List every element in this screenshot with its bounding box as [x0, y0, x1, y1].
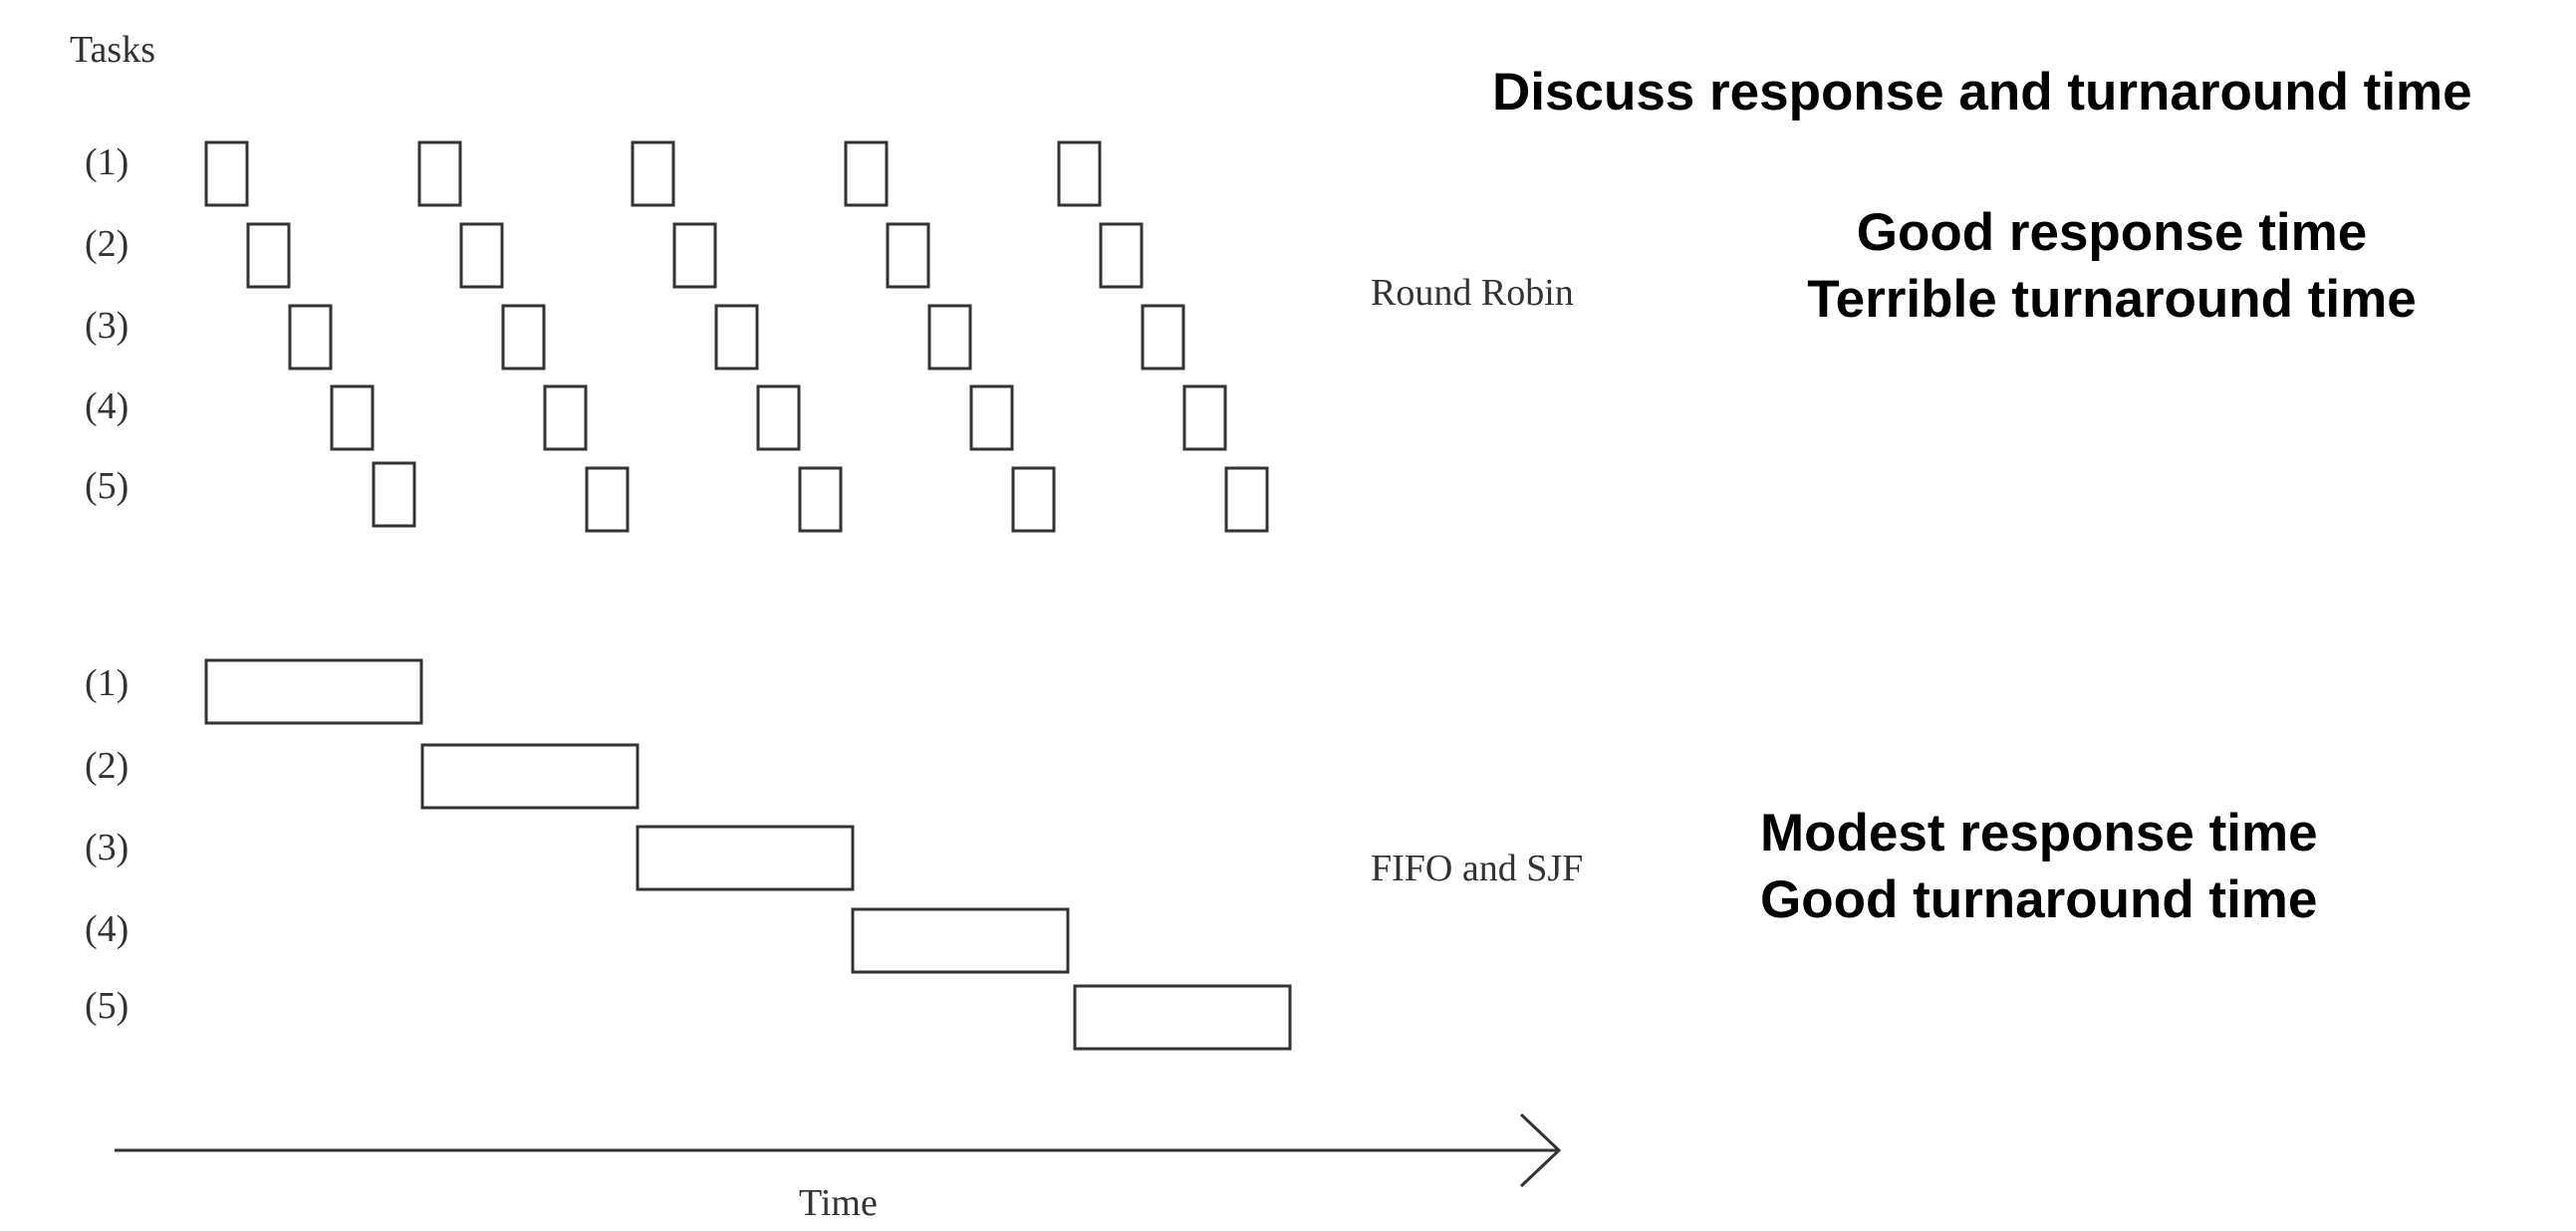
page-title: Discuss response and turnaround time — [1492, 63, 2472, 122]
fifo-note-response: Modest response time — [1760, 804, 2318, 862]
round-robin-task-labels: (1) (2) (3) (4) (5) — [85, 141, 129, 507]
rr-time-slice — [886, 222, 930, 289]
x-axis-label: Time — [799, 1182, 878, 1224]
rr-time-slice — [501, 304, 546, 370]
fifo-sjf-notes: Modest response time Good turnaround tim… — [1760, 800, 2318, 933]
rr-time-slice — [1182, 384, 1227, 451]
rr-time-slice — [927, 304, 972, 370]
time-axis: Time — [115, 1112, 1562, 1224]
rr-time-slice — [1141, 304, 1185, 370]
scheduling-diagram: Tasks (1) (2) (3) (4) (5) Round Robin (1… — [70, 29, 1583, 1224]
fifo-task-label: (1) — [85, 662, 129, 704]
fifo-task-bar — [204, 658, 423, 725]
rr-time-slice — [1057, 140, 1102, 207]
y-axis-label: Tasks — [70, 29, 155, 71]
fifo-task-bar — [636, 825, 855, 891]
rr-time-slice — [844, 140, 889, 207]
fifo-sjf-section: (1) (2) (3) (4) (5) FIFO and SJF — [85, 658, 1583, 1051]
fifo-task-bars — [204, 658, 1292, 1051]
fifo-note-turnaround: Good turnaround time — [1760, 870, 2318, 929]
time-axis-arrowhead — [1519, 1112, 1562, 1188]
fifo-task-label: (2) — [85, 745, 129, 787]
fifo-sjf-label: FIFO and SJF — [1371, 848, 1583, 889]
rr-time-slice — [585, 466, 630, 533]
rr-task-label: (1) — [85, 141, 129, 183]
rr-time-slice — [543, 384, 588, 451]
rr-task-label: (2) — [85, 223, 129, 265]
rr-task-label: (3) — [85, 305, 129, 347]
round-robin-notes: Good response time Terrible turnaround t… — [1753, 199, 2470, 333]
rr-note-response: Good response time — [1856, 203, 2368, 262]
fifo-task-bar — [1073, 984, 1292, 1051]
rr-task-label: (5) — [85, 465, 129, 507]
rr-time-slice — [246, 222, 291, 289]
rr-time-slice — [714, 304, 759, 370]
rr-time-slice — [372, 461, 416, 528]
fifo-task-bar — [851, 907, 1070, 974]
round-robin-time-slices — [204, 140, 1269, 533]
rr-note-turnaround: Terrible turnaround time — [1807, 270, 2417, 329]
rr-time-slice — [672, 222, 717, 289]
rr-time-slice — [798, 466, 843, 533]
rr-time-slice — [631, 140, 675, 207]
rr-time-slice — [417, 140, 462, 207]
round-robin-section: (1) (2) (3) (4) (5) Round Robin — [85, 140, 1574, 533]
fifo-task-bar — [420, 743, 640, 810]
rr-time-slice — [204, 140, 249, 207]
rr-time-slice — [1011, 466, 1056, 533]
rr-time-slice — [969, 384, 1014, 451]
fifo-task-label: (3) — [85, 827, 129, 868]
rr-time-slice — [756, 384, 801, 451]
fifo-task-label: (5) — [85, 985, 129, 1027]
fifo-task-label: (4) — [85, 908, 129, 950]
rr-time-slice — [330, 384, 375, 451]
round-robin-label: Round Robin — [1371, 272, 1574, 314]
rr-time-slice — [288, 304, 333, 370]
rr-time-slice — [1224, 466, 1269, 533]
fifo-task-labels: (1) (2) (3) (4) (5) — [85, 662, 129, 1027]
rr-time-slice — [1099, 222, 1144, 289]
rr-task-label: (4) — [85, 385, 129, 427]
rr-time-slice — [459, 222, 504, 289]
